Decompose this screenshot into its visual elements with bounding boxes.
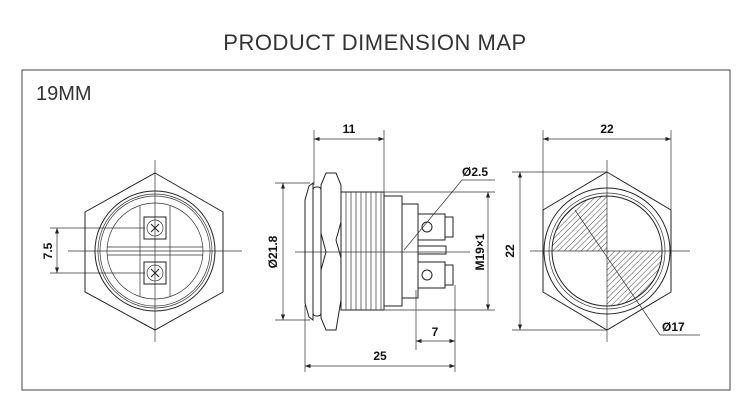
screw-icon — [143, 216, 167, 240]
front-view: 22 22 Ø17 — [503, 122, 700, 342]
dim-button-diameter: Ø17 — [662, 320, 685, 334]
hatched-quadrant — [607, 251, 662, 306]
dim-terminal-hole: Ø2.5 — [462, 165, 488, 179]
dim-thread-spec: M19×1 — [473, 233, 487, 270]
dim-hex-height: 22 — [503, 244, 517, 258]
dim-hex-width: 22 — [600, 122, 614, 136]
dim-terminal-length: 7 — [432, 325, 439, 339]
hatched-quadrant — [552, 196, 607, 251]
size-label: 19MM — [36, 83, 92, 105]
screw-icon — [143, 261, 167, 285]
dim-terminal-spacing: 7.5 — [41, 242, 55, 259]
page-title: PRODUCT DIMENSION MAP — [223, 30, 527, 55]
dim-total-length: 25 — [373, 349, 387, 363]
dim-thread-length: 11 — [343, 122, 356, 136]
dim-flange-diameter: Ø21.8 — [266, 235, 280, 268]
side-view: 11 Ø21.8 M19×1 Ø2.5 7 25 — [266, 122, 495, 372]
frame — [21, 69, 731, 391]
rear-view: 7.5 — [41, 160, 242, 342]
